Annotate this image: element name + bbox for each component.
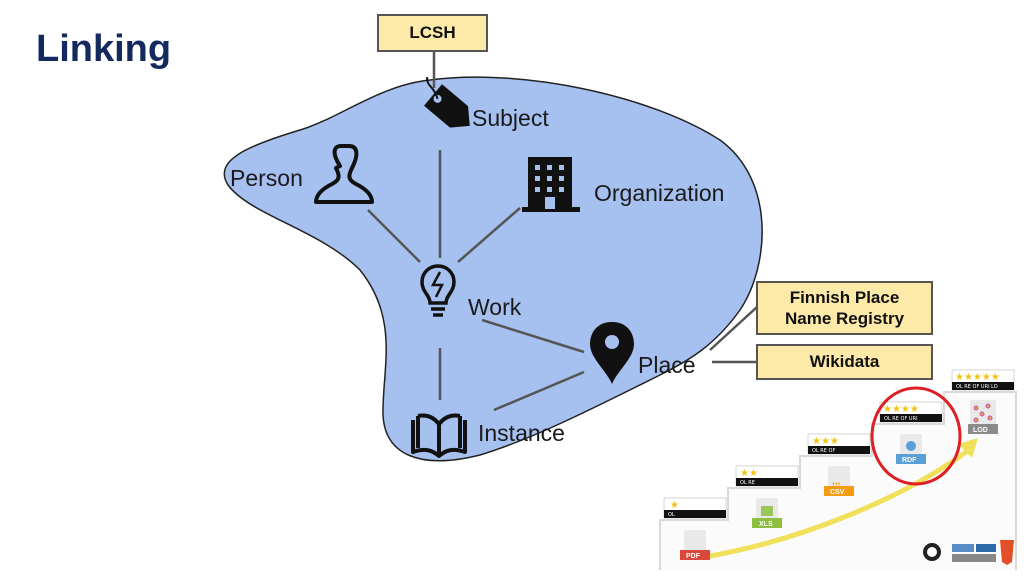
svg-text:★★★: ★★★ [812,436,839,447]
svg-text:RDF: RDF [902,457,917,464]
map-pin-icon [590,322,634,384]
star-level-2: ★★ OL RE [735,465,799,487]
relationship-lines [367,50,758,412]
entity-cloud [223,76,763,462]
svg-text:★: ★ [670,500,679,511]
svg-text:OL RE OF URI: OL RE OF URI [884,416,918,422]
node-label-place: Place [638,352,696,378]
csv-file-icon: ,,, CSV [824,466,854,496]
page-title: Linking [36,28,172,70]
svg-text:OL RE OF: OL RE OF [812,448,835,454]
node-label-instance: Instance [478,420,565,446]
line-place-finnish-registry [709,306,758,351]
standards-badges [923,540,1014,565]
line-place-instance [493,370,585,412]
svg-text:,,,: ,,, [832,476,841,487]
lod-network-icon: LOD [968,400,998,434]
star-level-1: ★ OL [663,497,727,519]
svg-text:★★★★: ★★★★ [883,404,919,415]
building-icon [522,157,580,212]
node-label-organization: Organization [594,180,724,206]
lcsh-box: LCSH [377,14,488,52]
node-label-work: Work [468,294,522,320]
svg-text:★★: ★★ [740,468,758,479]
svg-text:LOD: LOD [973,427,988,434]
svg-text:★★★★★: ★★★★★ [955,372,1000,383]
tag-icon [424,77,470,128]
line-work-place [481,318,585,354]
five-star-open-data-stairs: ★ OL ★★ OL RE ★★★ OL RE OF ★★★★ OL RE OF… [659,369,1017,570]
svg-text:OL: OL [668,512,675,518]
line-person-work [367,209,421,263]
star-level-3: ★★★ OL RE OF [807,433,871,455]
highlight-circle [870,386,962,486]
progress-arrowhead [958,438,978,458]
svg-text:CSV: CSV [830,489,845,496]
wikidata-box: Wikidata [756,344,933,380]
xls-file-icon: XLS [752,498,782,528]
progress-arrow [709,449,968,559]
star-level-5: ★★★★★ OL RE OF URI LD [951,369,1015,391]
svg-text:XLS: XLS [759,521,773,528]
node-label-person: Person [230,165,303,191]
star-level-4: ★★★★ OL RE OF URI [879,401,943,423]
lightbulb-icon [420,264,456,317]
book-icon [411,413,467,458]
line-organization-work [457,207,521,263]
svg-text:PDF: PDF [686,553,701,560]
finnish-place-name-registry-box: Finnish Place Name Registry [756,281,933,335]
rdf-file-icon: RDF [896,434,926,464]
node-label-subject: Subject [472,105,549,131]
pdf-file-icon: PDF [680,530,710,560]
svg-text:OL RE OF URI LD: OL RE OF URI LD [956,384,998,390]
person-icon [314,144,374,204]
svg-text:OL RE: OL RE [740,480,755,486]
